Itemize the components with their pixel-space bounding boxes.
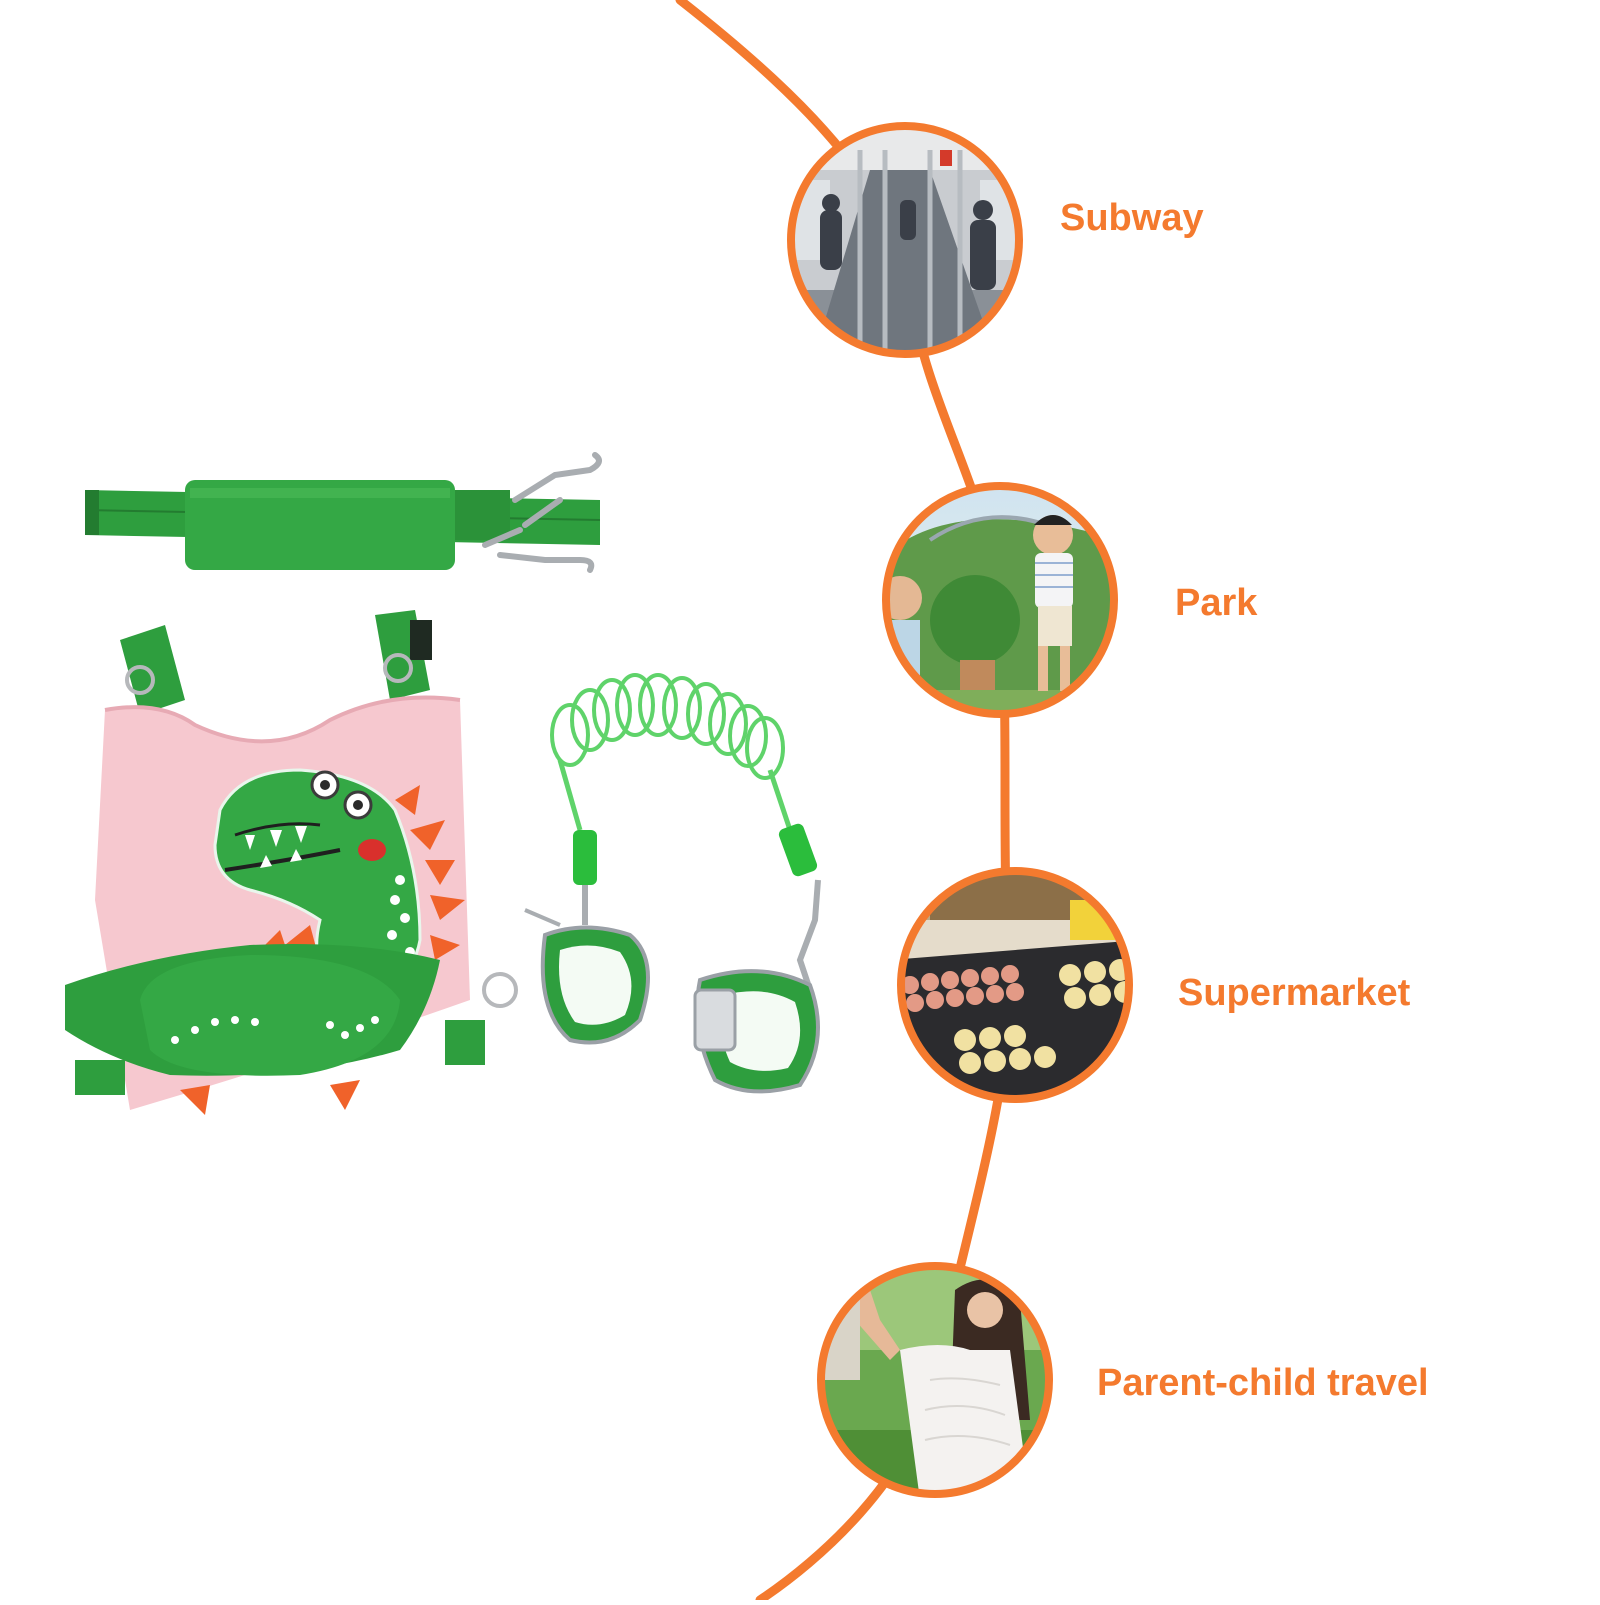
dinosaur-backpack-harness — [65, 610, 518, 1115]
scene-label-parent-child-travel: Parent-child travel — [1097, 1362, 1429, 1404]
scene-label-park: Park — [1175, 582, 1258, 624]
scene-label-supermarket: Supermarket — [1178, 972, 1411, 1014]
parent-child-travel-photo — [821, 1266, 1049, 1494]
scene-label-subway: Subway — [1060, 197, 1204, 239]
subway-photo — [791, 126, 1019, 354]
shoulder-strap — [84, 452, 602, 573]
supermarket-photo — [901, 871, 1129, 1099]
park-photo — [886, 486, 1114, 714]
anti-lost-wrist-link — [524, 673, 821, 1094]
